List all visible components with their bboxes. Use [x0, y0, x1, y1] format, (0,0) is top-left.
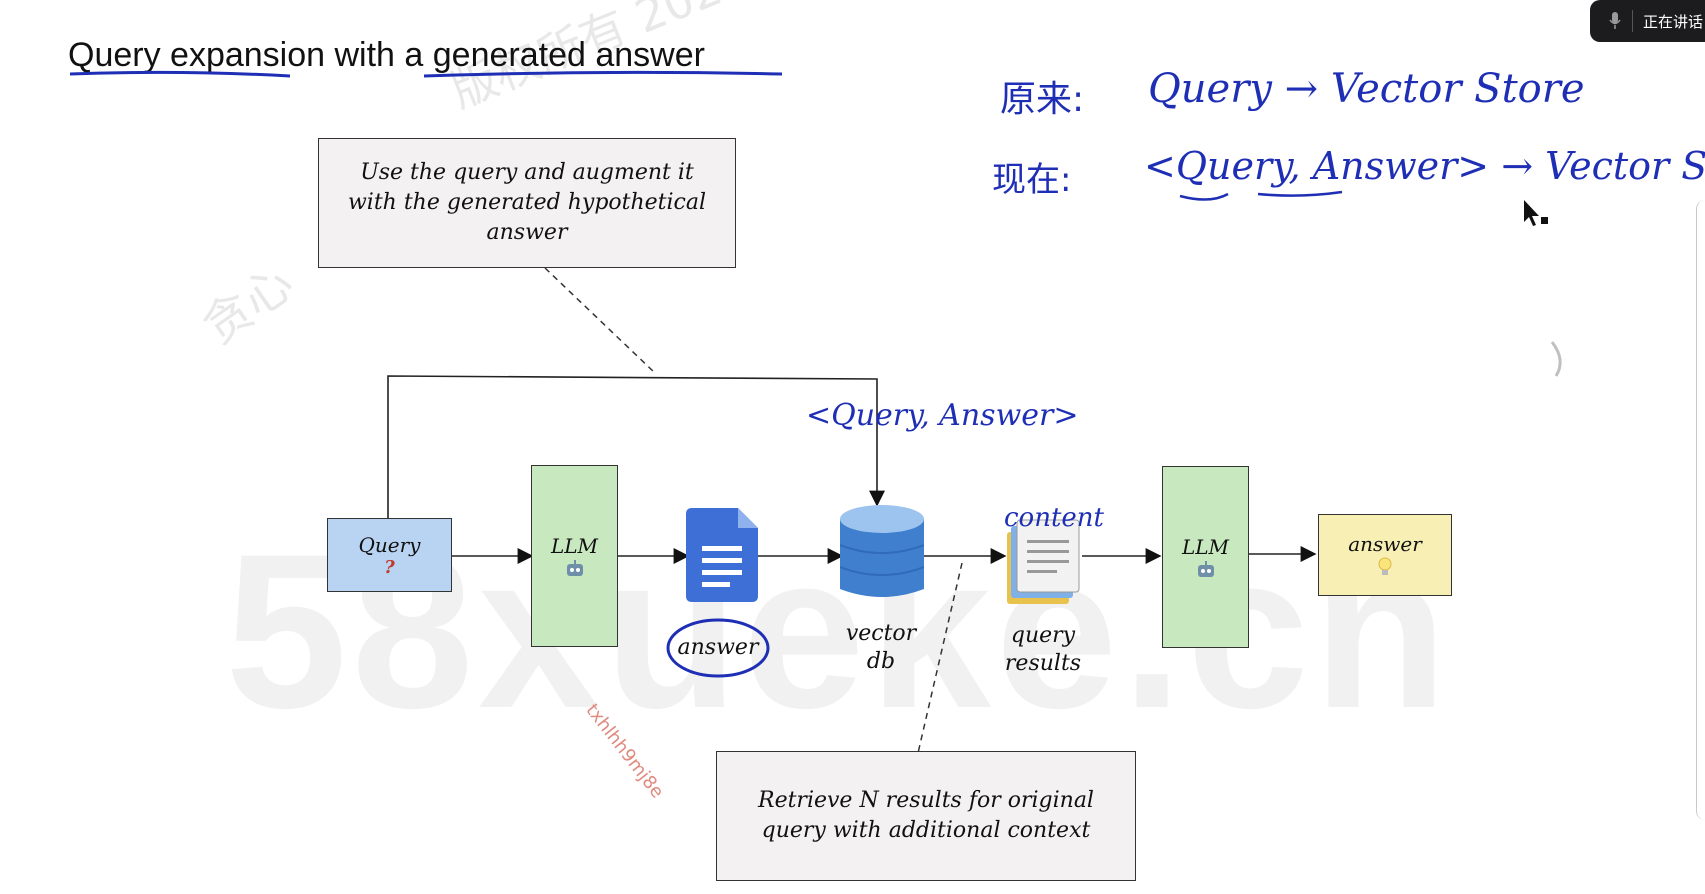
lightbulb-icon — [1378, 557, 1392, 575]
llm-node-1-label: LLM — [550, 534, 599, 558]
cursor-badge — [1541, 217, 1548, 224]
database-icon — [839, 505, 925, 603]
title-underline-1 — [69, 70, 291, 78]
robot-icon — [566, 560, 583, 576]
answer-node-label: answer — [1348, 532, 1422, 556]
top-note-line: Use the query and augment it — [360, 160, 694, 186]
doc-answer-label: answer — [677, 635, 759, 660]
answer-node: answer — [1318, 514, 1452, 596]
bottom-note: Retrieve N results for original query wi… — [716, 751, 1136, 881]
documents-stack-icon — [1003, 518, 1083, 608]
query-results-label: query results — [988, 622, 1098, 677]
top-note: Use the query and augment it with the ge… — [318, 138, 736, 268]
top-note-line: with the generated hypothetical — [347, 190, 707, 216]
llm-node-2-label: LLM — [1181, 535, 1230, 559]
title-underline-2 — [423, 70, 783, 78]
top-note-line: answer — [486, 219, 568, 245]
vector-db-label-line: vector — [845, 621, 917, 646]
status-divider — [1632, 10, 1633, 32]
llm-node-2: LLM — [1162, 466, 1249, 648]
llm-node-1: LLM — [531, 465, 618, 647]
raw-label: 原来: — [1000, 79, 1085, 120]
question-mark-icon: ? — [384, 556, 395, 578]
query-node: Query ? — [327, 518, 452, 592]
robot-icon — [1197, 561, 1214, 577]
speaking-status: 正在讲话 — [1590, 0, 1705, 42]
vector-db-label: vector db — [826, 620, 936, 675]
pair-annotation: <Query, Answer> — [806, 398, 1079, 433]
mouse-cursor — [1524, 200, 1539, 226]
query-results-label-line: results — [1004, 650, 1082, 676]
query-node-label: Query — [358, 532, 421, 557]
now-label: 现在: — [992, 160, 1072, 200]
answer-ink-circle — [666, 618, 770, 678]
bottom-note-line: query with additional context — [761, 818, 1091, 843]
document-icon — [686, 508, 758, 602]
microphone-icon — [1609, 12, 1621, 29]
side-panel-edge — [1696, 200, 1705, 820]
vector-db-label-line: db — [866, 648, 896, 674]
edge-ink-mark — [1550, 341, 1562, 377]
query-results-label-line: query — [1010, 623, 1076, 648]
bottom-note-line: Retrieve N results for original — [758, 788, 1094, 814]
raw-flow: Query → Vector Store — [1148, 66, 1585, 112]
top-note-dashed-line — [544, 267, 656, 374]
now-flow: <Query, Answer> → Vector Store — [1144, 144, 1705, 188]
content-annotation: content — [1004, 503, 1104, 533]
status-text: 正在讲话 — [1643, 12, 1704, 31]
now-underline-query — [1179, 192, 1229, 201]
query-loop-line — [387, 375, 885, 518]
page-title: Query expansion with a generated answer — [68, 36, 705, 74]
now-underline-answer — [1257, 190, 1343, 197]
